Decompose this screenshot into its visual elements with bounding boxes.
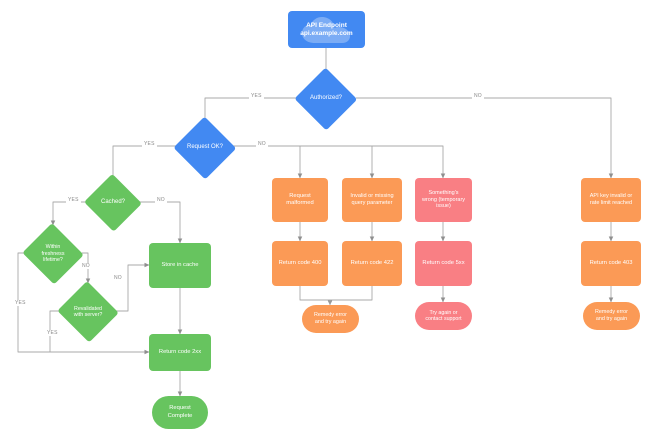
node-return-code-422[interactable]: Return code 422 bbox=[342, 241, 402, 286]
edge-requestok-no-invalid bbox=[233, 145, 375, 179]
node-request-ok-label: Request OK? bbox=[186, 144, 224, 151]
edge-label-cached-yes: YES bbox=[66, 197, 81, 203]
edge-label-freshness-yes: YES bbox=[13, 300, 28, 306]
node-return-5xx-label: Return code 5xx bbox=[422, 259, 465, 266]
edge-label-cached-no: NO bbox=[155, 197, 167, 203]
node-something-wrong-label: Something's wrong (temporary issue) bbox=[421, 189, 466, 210]
node-return-403-label: Return code 403 bbox=[589, 259, 633, 266]
node-remedy-error-middle-label: Remedy error and try again bbox=[314, 312, 347, 325]
node-return-code-5xx[interactable]: Return code 5xx bbox=[415, 241, 472, 286]
node-something-wrong[interactable]: Something's wrong (temporary issue) bbox=[415, 178, 472, 222]
node-remedy-error-middle[interactable]: Remedy error and try again bbox=[302, 305, 359, 333]
node-request-complete[interactable]: Request Complete bbox=[152, 396, 208, 429]
node-return-2xx-label: Return code 2xx bbox=[158, 348, 202, 355]
node-try-again-contact-support[interactable]: Try again or contact support bbox=[415, 302, 472, 330]
node-return-code-2xx[interactable]: Return code 2xx bbox=[149, 334, 211, 371]
api-endpoint-subtitle: api.example.com bbox=[300, 29, 353, 37]
node-remedy-error-right-label: Remedy error and try again bbox=[595, 309, 628, 322]
node-invalid-query-label: Invalid or missing query parameter bbox=[350, 193, 394, 206]
node-cached[interactable]: Cached? bbox=[83, 174, 143, 231]
api-endpoint-title: API Endpoint bbox=[306, 21, 347, 29]
node-return-400-label: Return code 400 bbox=[278, 259, 322, 266]
node-api-key-invalid[interactable]: API key invalid or rate limit reached bbox=[581, 178, 641, 222]
node-store-in-cache[interactable]: Store in cache bbox=[149, 243, 211, 288]
edge-freshness-no bbox=[82, 252, 91, 284]
edge-requestok-no-wrong bbox=[233, 145, 446, 179]
node-request-ok[interactable]: Request OK? bbox=[173, 117, 237, 179]
edge-label-authorized-yes: YES bbox=[249, 93, 264, 99]
edge-422-remedy bbox=[329, 286, 373, 305]
edge-label-authorized-no: NO bbox=[472, 93, 484, 99]
edge-requestok-no-malformed bbox=[233, 145, 303, 179]
node-cached-label: Cached? bbox=[100, 198, 126, 205]
node-revalidated-with-server[interactable]: Revalidated with server? bbox=[56, 282, 120, 342]
node-return-code-403[interactable]: Return code 403 bbox=[581, 241, 641, 286]
node-request-malformed-label: Request malformed bbox=[286, 192, 314, 206]
node-within-freshness-label: Within freshness lifetime? bbox=[41, 244, 65, 264]
node-remedy-error-right[interactable]: Remedy error and try again bbox=[583, 302, 640, 330]
edge-cached-no bbox=[137, 201, 183, 244]
node-invalid-query-parameter[interactable]: Invalid or missing query parameter bbox=[342, 178, 402, 222]
edge-label-freshness-no: NO bbox=[80, 263, 92, 269]
node-request-malformed[interactable]: Request malformed bbox=[272, 178, 328, 222]
node-request-complete-label: Request Complete bbox=[167, 405, 193, 419]
node-try-again-label: Try again or contact support bbox=[425, 309, 462, 322]
node-authorized[interactable]: Authorized? bbox=[294, 68, 358, 130]
node-store-in-cache-label: Store in cache bbox=[161, 261, 199, 268]
edge-revalidated-no bbox=[116, 262, 150, 312]
node-revalidated-label: Revalidated with server? bbox=[73, 305, 103, 318]
node-authorized-label: Authorized? bbox=[309, 95, 343, 102]
edge-label-requestok-no: NO bbox=[256, 141, 268, 147]
node-return-code-400[interactable]: Return code 400 bbox=[272, 241, 328, 286]
node-return-422-label: Return code 422 bbox=[350, 259, 394, 266]
node-within-freshness-lifetime[interactable]: Within freshness lifetime? bbox=[21, 224, 85, 284]
edge-label-revalidated-yes: YES bbox=[45, 330, 60, 336]
edge-authorized-no bbox=[356, 97, 614, 179]
edge-label-requestok-yes: YES bbox=[142, 141, 157, 147]
edge-400-remedy bbox=[299, 286, 333, 306]
edge-label-revalidated-no: NO bbox=[112, 275, 124, 281]
node-api-key-invalid-label: API key invalid or rate limit reached bbox=[589, 193, 633, 206]
